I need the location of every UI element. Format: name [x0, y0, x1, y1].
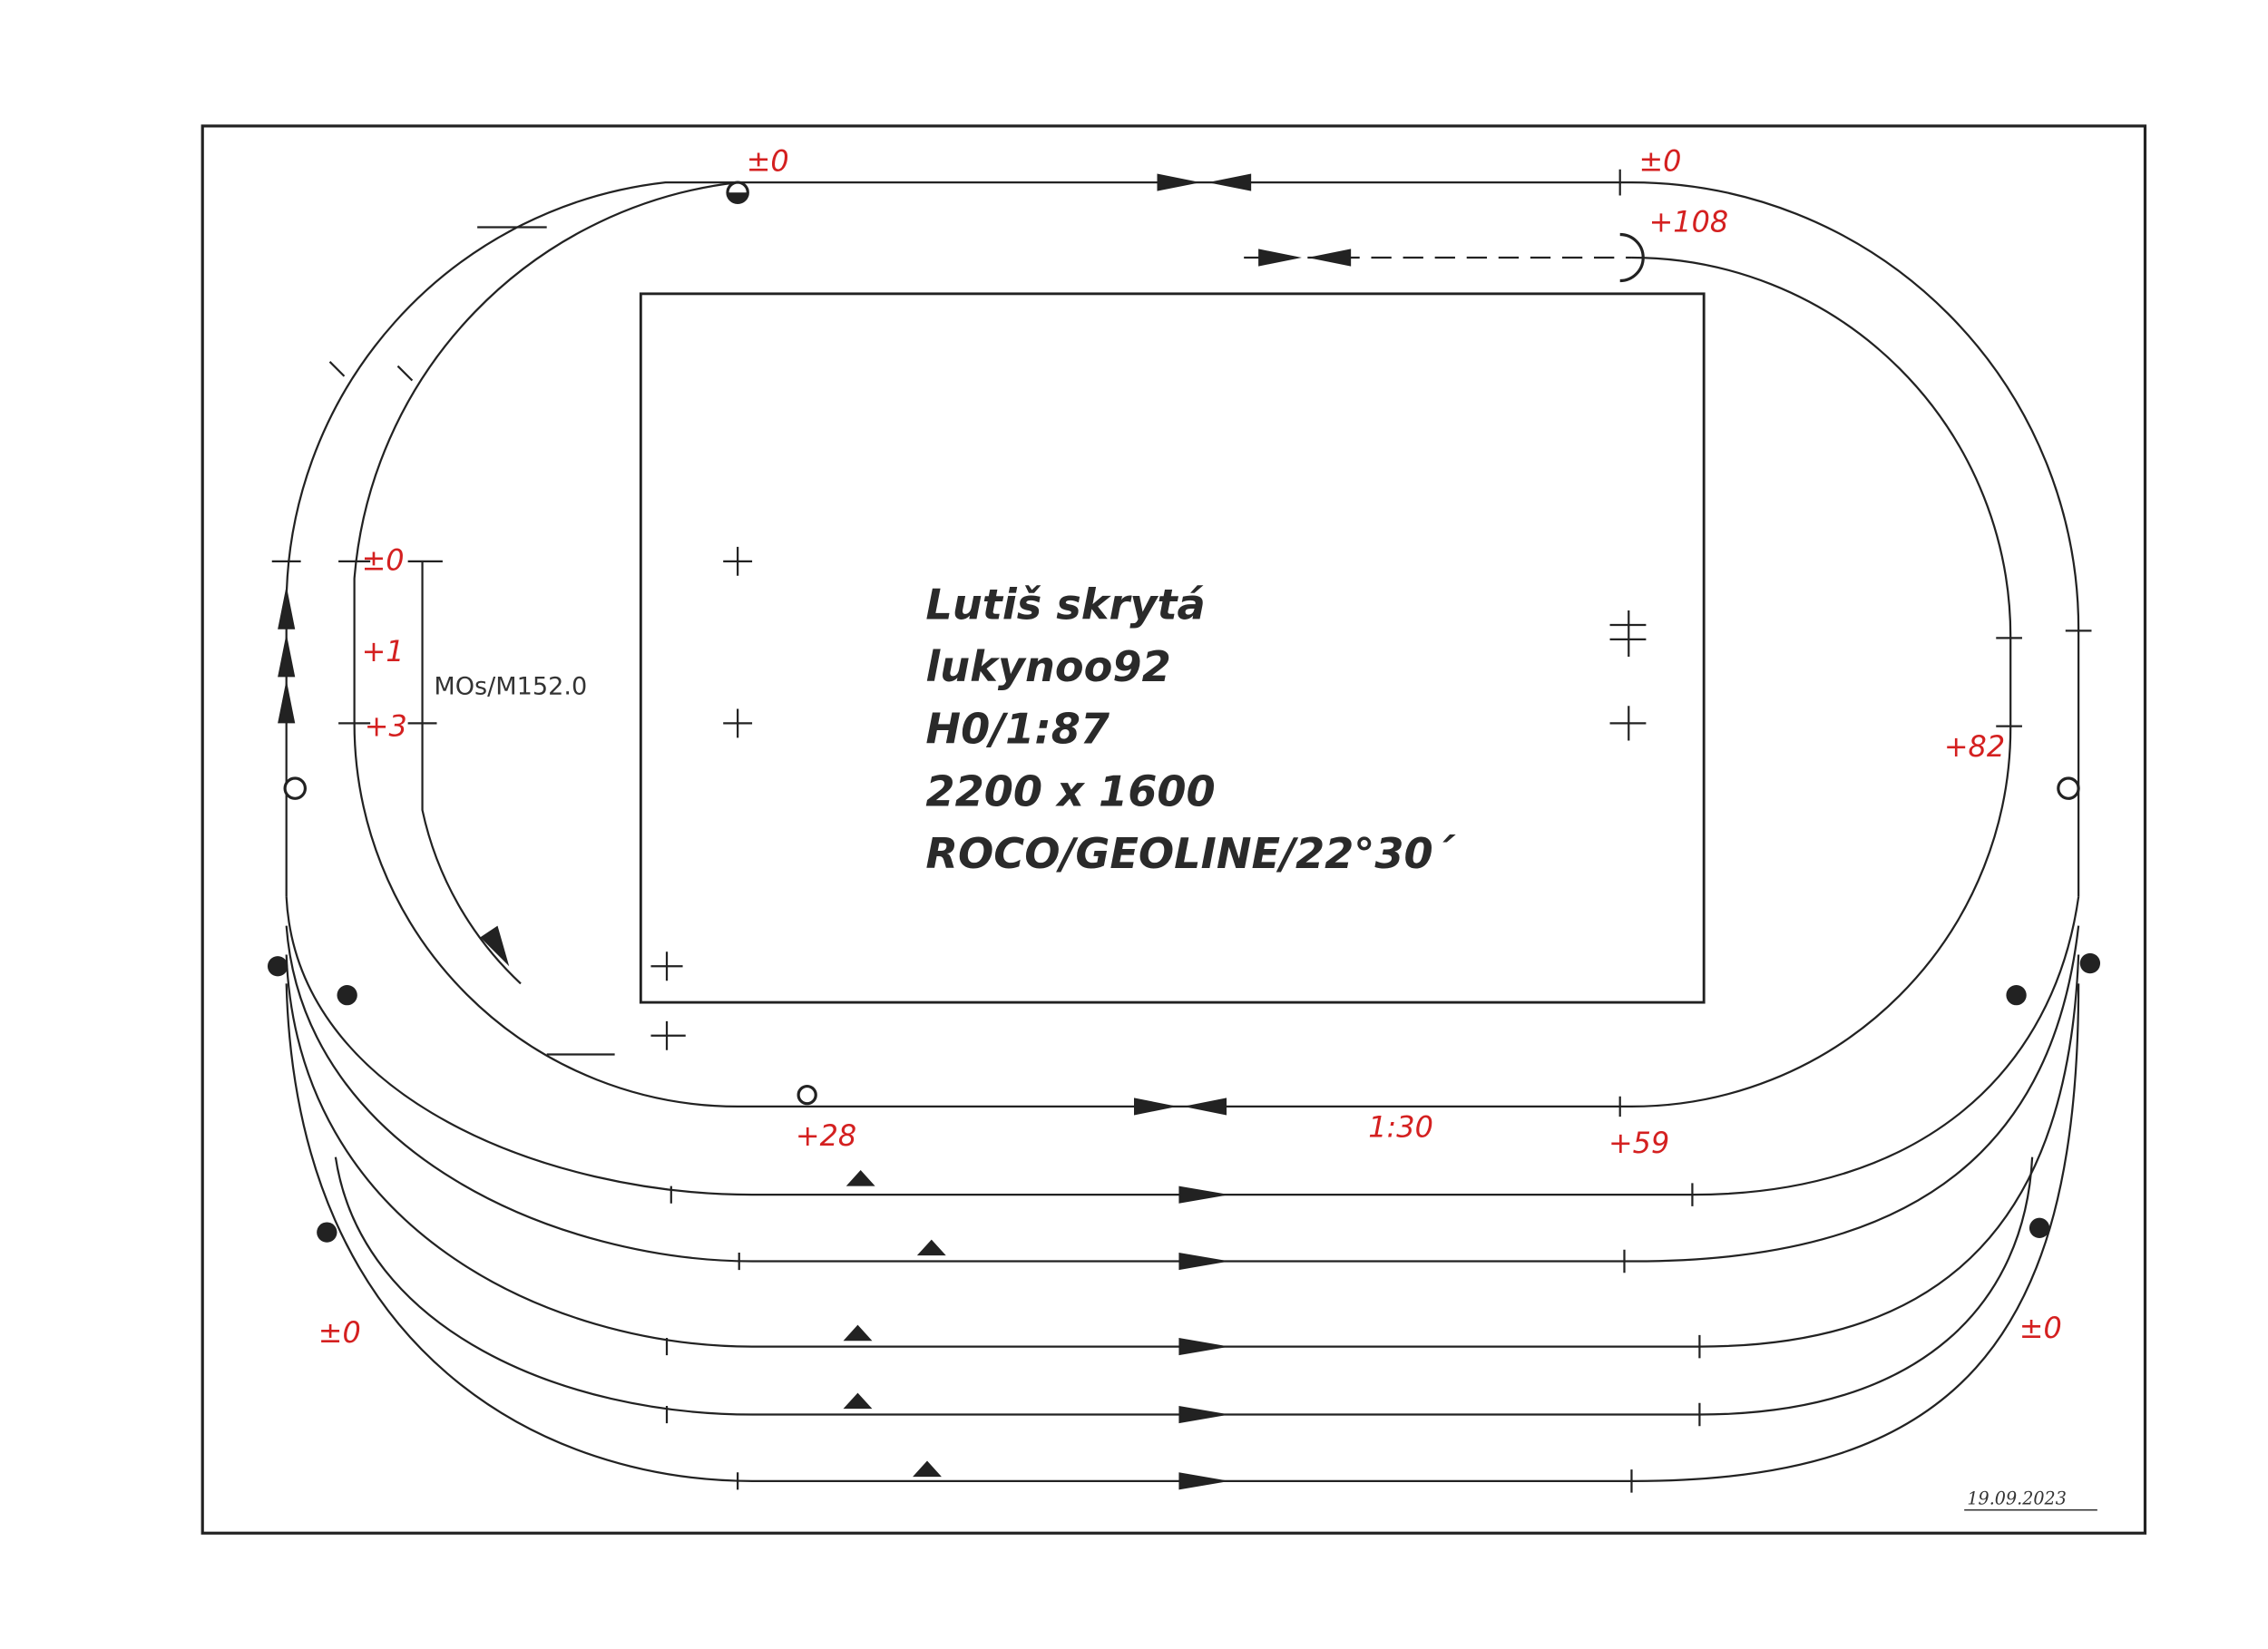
- outer-loop-track: [285, 181, 2080, 897]
- height-label: +108: [1649, 204, 1729, 239]
- height-labels: ±0 ±0 +108 ±0 +1 +3 +82 +28 1:30 +59 ±0 …: [318, 143, 2062, 1349]
- title-line: 2200 x 1600: [925, 766, 1215, 815]
- layout-frame: [200, 124, 2147, 1535]
- title-line: Lutiš skrytá: [925, 581, 1205, 629]
- title-line: lukynoo92: [925, 642, 1170, 691]
- inner-loop-track: [353, 181, 2012, 1108]
- height-label: +59: [1608, 1126, 1669, 1160]
- height-label: ±0: [1638, 143, 1681, 178]
- direction-arrows: [278, 173, 1352, 1490]
- height-label: +28: [796, 1118, 856, 1153]
- signal-label: MOs/M152.0: [434, 673, 587, 701]
- title-line: ROCO/GEOLINE/22°30´: [925, 829, 1455, 878]
- mounting-crosses: [271, 169, 2092, 1493]
- title-block: Lutiš skrytá lukynoo92 H0/1:87 2200 x 16…: [925, 581, 1455, 878]
- height-label: ±0: [318, 1315, 361, 1350]
- ramp-track: [421, 723, 522, 985]
- height-label: +3: [365, 709, 407, 744]
- signals: [267, 181, 2101, 1243]
- title-line: H0/1:87: [925, 705, 1110, 754]
- height-label: ±0: [2019, 1311, 2062, 1345]
- gradient-label: 1:30: [1368, 1109, 1433, 1144]
- height-label: +82: [1944, 729, 2005, 764]
- inner-board-cutout: [639, 292, 1706, 1004]
- height-label: ±0: [362, 542, 405, 577]
- height-label: +1: [362, 634, 405, 668]
- height-label: ±0: [747, 143, 789, 178]
- signature-date: 19.09.2023: [1967, 1488, 2067, 1508]
